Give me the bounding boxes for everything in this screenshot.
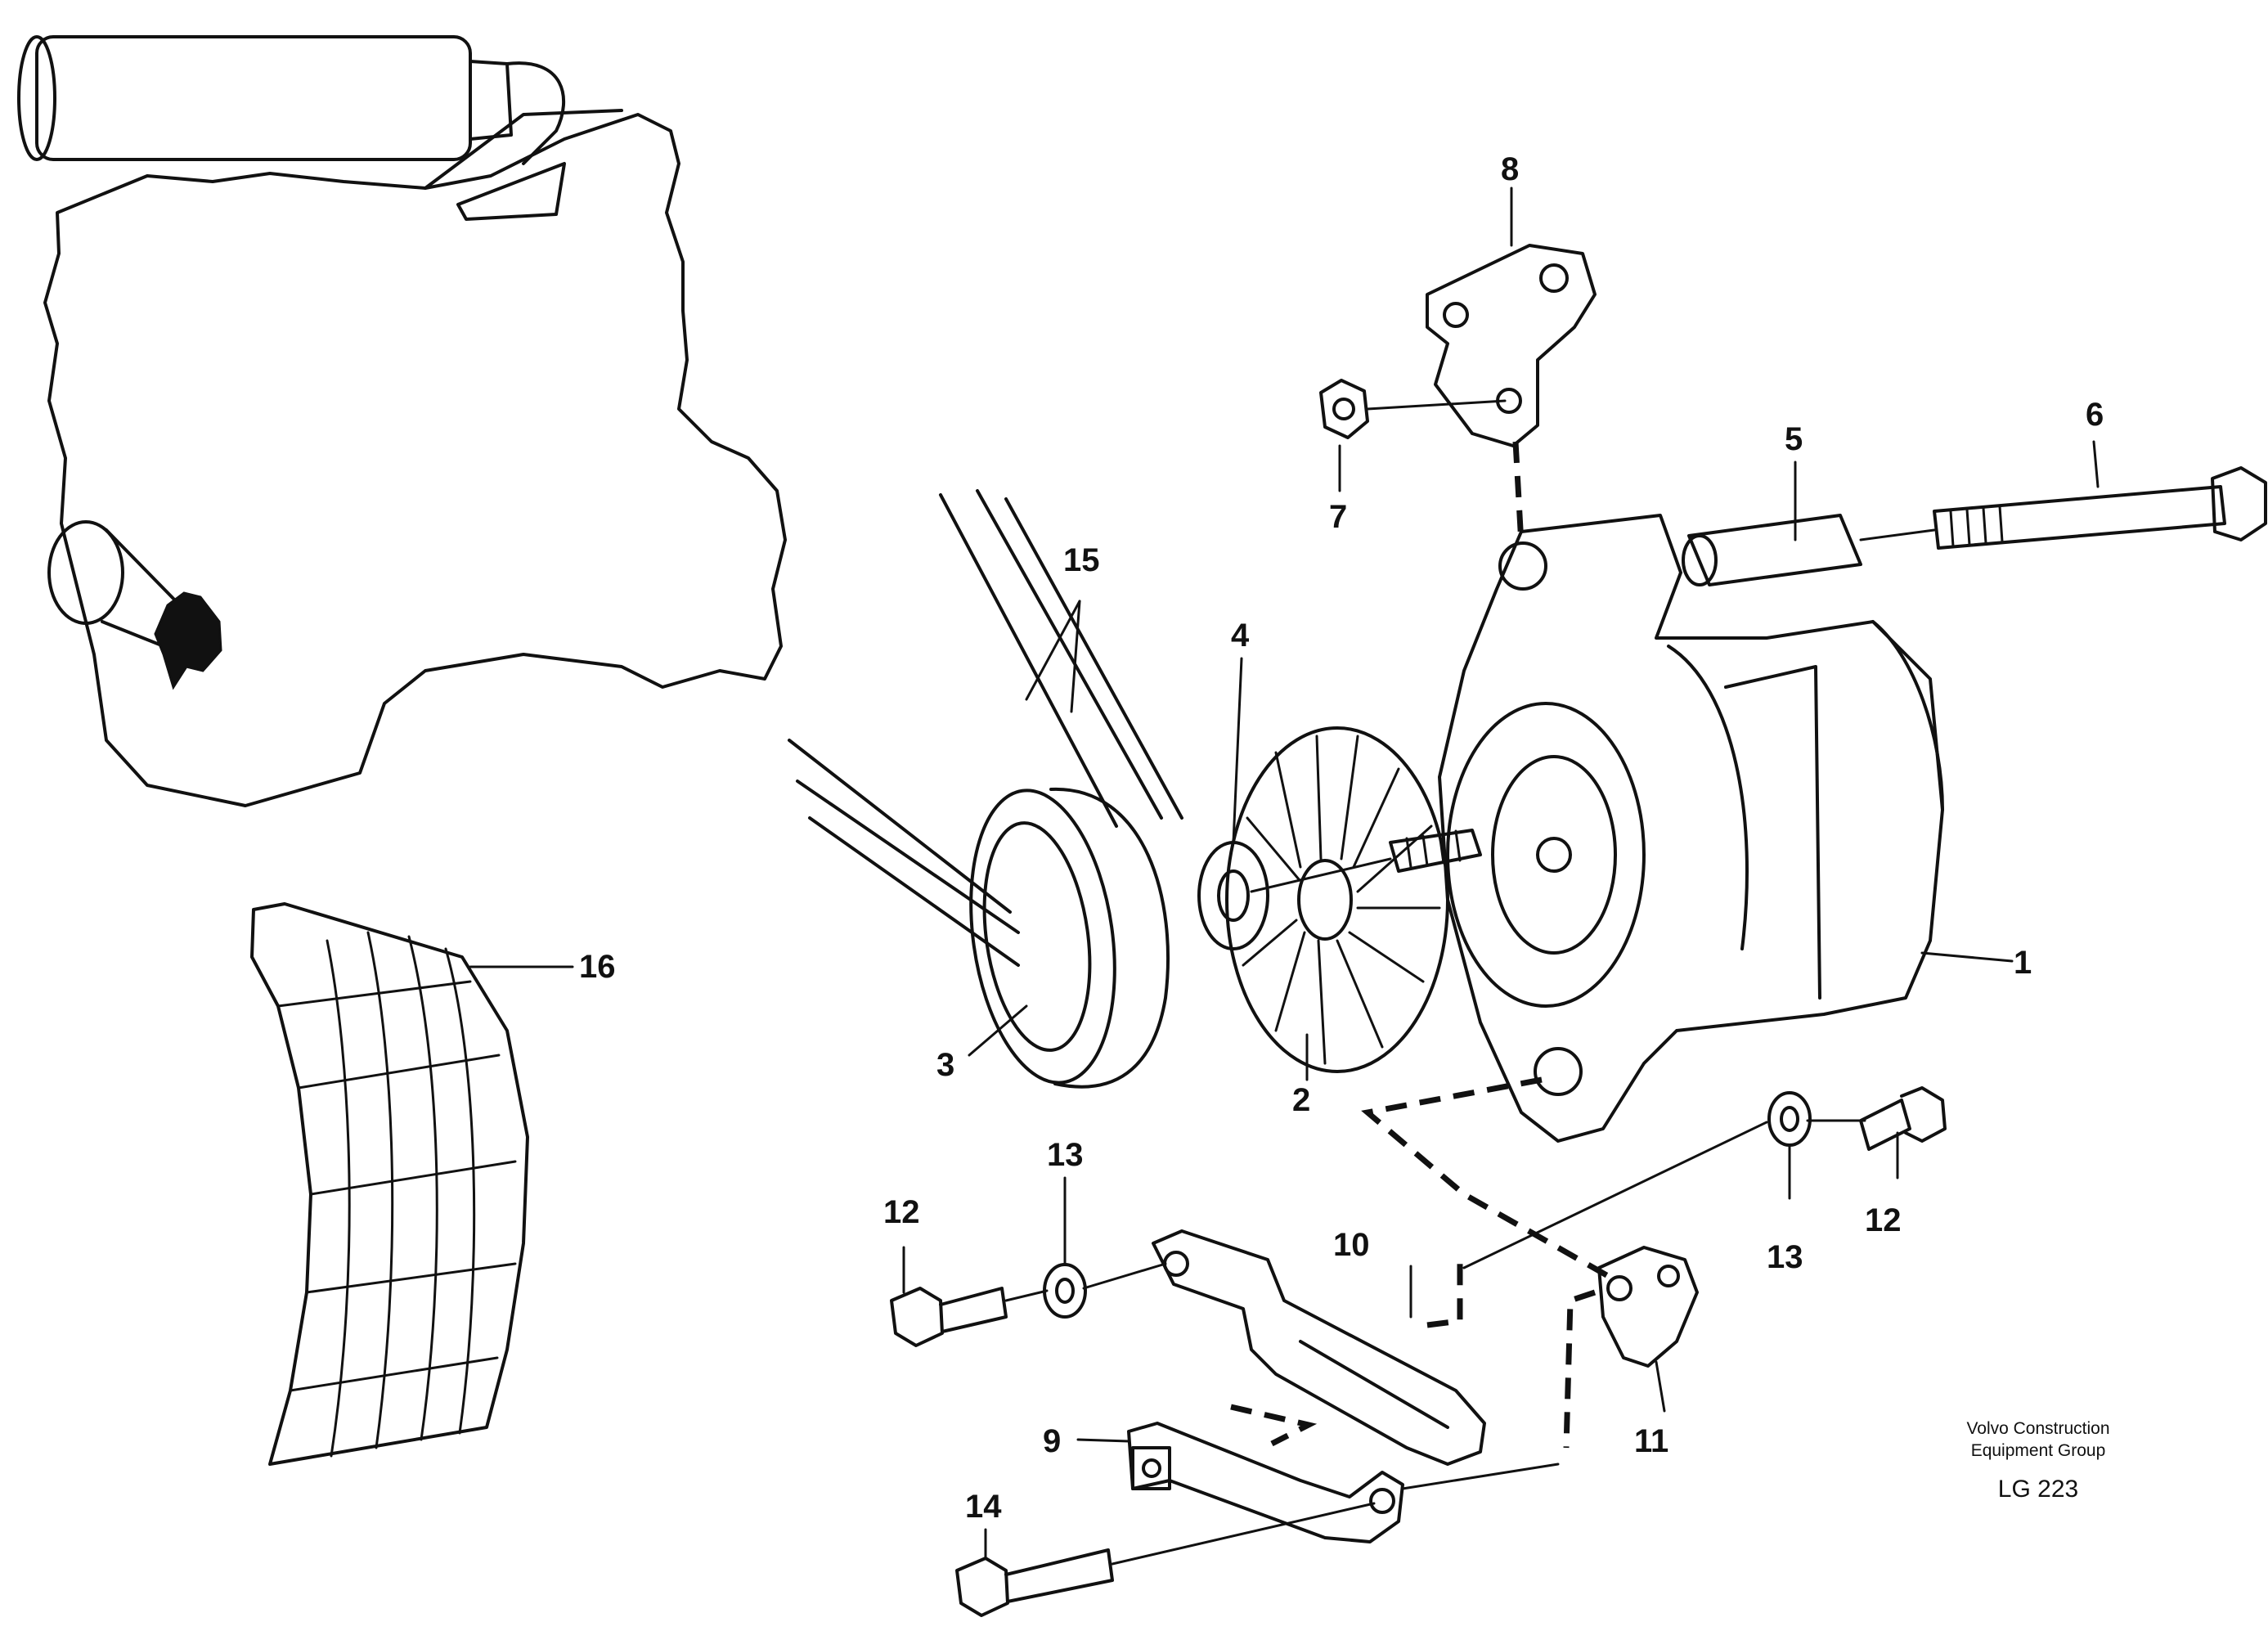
cooling-fan (1225, 726, 1449, 1073)
lower-bolt (955, 1548, 1114, 1617)
callout-9: 9 (1043, 1423, 1061, 1459)
leader-lines (469, 186, 2100, 1560)
callout-7: 7 (1329, 499, 1347, 535)
callout-8: 8 (1501, 151, 1519, 187)
callout-14: 14 (965, 1489, 1002, 1525)
long-bolt (1933, 466, 2267, 550)
callout-11: 11 (1634, 1423, 1668, 1459)
callout-12-right: 12 (1865, 1202, 1902, 1238)
washer-right (1767, 1091, 1812, 1147)
callout-1: 1 (2014, 945, 2032, 981)
credit-block: Volvo Construction Equipment Group LG 22… (1966, 1419, 2109, 1503)
callout-labels: 1 2 3 4 5 6 7 8 9 10 11 12 12 13 13 14 1… (579, 151, 2104, 1525)
assembly-lines (1004, 399, 1936, 1566)
clip (1597, 1246, 1699, 1368)
callout-6: 6 (2086, 397, 2104, 433)
callout-15: 15 (1063, 542, 1100, 578)
alternator-location-marker (154, 591, 222, 690)
pulley (969, 787, 1170, 1089)
credit-line-2: Equipment Group (1971, 1441, 2106, 1460)
callout-13-right: 13 (1767, 1239, 1803, 1275)
bolt-right (1859, 1086, 1947, 1151)
callout-5: 5 (1785, 421, 1803, 457)
spacer-washer (1197, 841, 1269, 950)
callout-10: 10 (1333, 1227, 1370, 1263)
callout-16: 16 (579, 949, 616, 985)
bolt-left (890, 1287, 1008, 1347)
upper-bracket (1426, 244, 1597, 447)
callout-2: 2 (1292, 1082, 1310, 1118)
callout-3: 3 (936, 1047, 954, 1083)
engine-overview-illustration (17, 35, 787, 807)
protection-grille (250, 902, 529, 1466)
credit-line-1: Volvo Construction (1966, 1419, 2109, 1438)
spacer-sleeve (1682, 514, 1862, 586)
callout-4: 4 (1231, 618, 1250, 654)
mounting-bracket (1127, 1422, 1404, 1543)
adjusting-arm (1152, 1229, 1486, 1466)
hex-nut (1319, 379, 1369, 439)
callout-13-left: 13 (1047, 1137, 1084, 1173)
washer-left (1043, 1263, 1087, 1319)
drawing-code: LG 223 (1998, 1476, 2078, 1503)
alternator (1250, 514, 1944, 1143)
callout-12-left: 12 (883, 1194, 920, 1230)
